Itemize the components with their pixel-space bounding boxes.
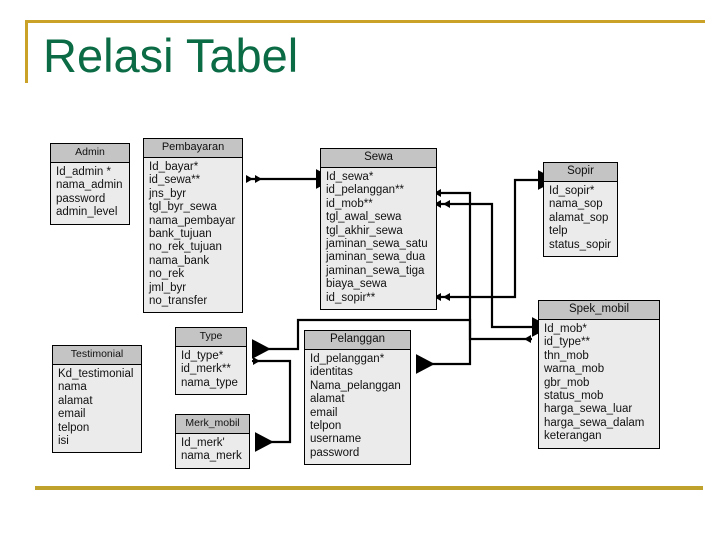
field: Id_mob* <box>544 323 587 335</box>
table-header: Merk_mobil <box>176 415 249 434</box>
table-fields: Id_type* id_merk** nama_type <box>176 347 246 394</box>
field: id_mob** <box>326 197 373 210</box>
field: status_sopir <box>549 238 612 251</box>
field: username <box>310 433 362 446</box>
field: Id_admin * <box>56 166 111 178</box>
field: id_type** <box>544 336 591 349</box>
field: jml_byr <box>149 281 187 294</box>
field: Nama_pelanggan <box>310 379 401 392</box>
table-fields: Id_sewa* id_pelanggan** id_mob** tgl_awa… <box>321 168 436 309</box>
field: isi <box>58 435 69 448</box>
table-sopir[interactable]: Sopir Id_sopir* nama_sop alamat_sop telp… <box>543 162 618 258</box>
table-merk-mobil[interactable]: Merk_mobil Id_merk' nama_merk <box>175 414 250 469</box>
field: harga_sewa_dalam <box>544 416 645 429</box>
field: thn_mob <box>544 349 589 362</box>
field: alamat_sop <box>549 211 609 224</box>
table-fields: Kd_testimonial nama alamat email telpon … <box>53 365 141 452</box>
table-fields: Id_merk' nama_merk <box>176 434 249 468</box>
table-sewa[interactable]: Sewa Id_sewa* id_pelanggan** id_mob** tg… <box>320 148 437 311</box>
table-header: Pelanggan <box>305 331 410 350</box>
field: Kd_testimonial <box>58 368 134 380</box>
field: no_rek_tujuan <box>149 241 222 254</box>
field: biaya_sewa <box>326 278 387 291</box>
table-header: Admin <box>51 144 129 163</box>
field: identitas <box>310 366 353 379</box>
field: id_sewa** <box>149 174 201 187</box>
table-fields: Id_bayar* id_sewa** jns_byr tgl_byr_sewa… <box>144 158 242 312</box>
field: tgl_akhir_sewa <box>326 224 403 237</box>
table-header: Sewa <box>321 149 436 168</box>
field: id_merk** <box>181 363 231 376</box>
field: nama_admin <box>56 179 123 192</box>
table-header: Testimonial <box>53 346 141 365</box>
field: telpon <box>310 420 342 433</box>
field: no_rek <box>149 268 185 281</box>
field: telpon <box>58 421 90 434</box>
field: jaminan_sewa_tiga <box>326 264 425 277</box>
table-header: Sopir <box>544 163 617 182</box>
field: Id_sewa* <box>326 171 374 183</box>
field: id_sopir** <box>326 291 376 304</box>
field: bank_tujuan <box>149 228 212 241</box>
field: no_transfer <box>149 295 208 308</box>
field: password <box>56 192 106 205</box>
field: alamat <box>58 394 93 407</box>
field: tgl_awal_sewa <box>326 211 402 224</box>
field: nama_sop <box>549 198 603 211</box>
field: Id_sopir* <box>549 185 595 197</box>
field: keterangan <box>544 430 602 443</box>
field: nama_merk <box>181 450 242 463</box>
field: nama_pembayar <box>149 214 236 227</box>
field: harga_sewa_luar <box>544 403 633 416</box>
field: email <box>310 406 338 419</box>
table-header: Spek_mobil <box>539 301 659 320</box>
table-header: Type <box>176 328 246 347</box>
field: id_pelanggan** <box>326 184 405 197</box>
decorative-top-rule <box>25 20 705 23</box>
table-fields: Id_admin * nama_admin password admin_lev… <box>51 163 129 224</box>
field: jns_byr <box>149 187 187 200</box>
field: Id_type* <box>181 350 224 362</box>
field: nama_bank <box>149 254 210 267</box>
field: nama <box>58 381 87 394</box>
field: Id_merk' <box>181 437 225 449</box>
table-testimonial[interactable]: Testimonial Kd_testimonial nama alamat e… <box>52 345 142 454</box>
decorative-left-rule <box>25 20 28 83</box>
table-fields: Id_sopir* nama_sop alamat_sop telp statu… <box>544 182 617 256</box>
field: nama_type <box>181 376 238 389</box>
table-fields: Id_mob* id_type** thn_mob warna_mob gbr_… <box>539 320 659 448</box>
field: jaminan_sewa_dua <box>326 251 426 264</box>
table-fields: Id_pelanggan* identitas Nama_pelanggan a… <box>305 350 410 464</box>
field: Id_pelanggan* <box>310 353 385 365</box>
table-pembayaran[interactable]: Pembayaran Id_bayar* id_sewa** jns_byr t… <box>143 138 243 314</box>
field: alamat <box>310 393 345 406</box>
field: Id_bayar* <box>149 161 199 173</box>
field: warna_mob <box>544 363 605 376</box>
field: telp <box>549 225 568 238</box>
field: email <box>58 408 86 421</box>
decorative-bottom-rule <box>35 486 703 490</box>
field: admin_level <box>56 206 118 219</box>
table-pelanggan[interactable]: Pelanggan Id_pelanggan* identitas Nama_p… <box>304 330 411 466</box>
table-type[interactable]: Type Id_type* id_merk** nama_type <box>175 327 247 396</box>
field: status_mob <box>544 390 604 403</box>
table-spek-mobil[interactable]: Spek_mobil Id_mob* id_type** thn_mob war… <box>538 300 660 449</box>
table-admin[interactable]: Admin Id_admin * nama_admin password adm… <box>50 143 130 225</box>
field: gbr_mob <box>544 376 590 389</box>
table-header: Pembayaran <box>144 139 242 158</box>
field: jaminan_sewa_satu <box>326 238 428 251</box>
field: password <box>310 446 360 459</box>
field: tgl_byr_sewa <box>149 201 217 214</box>
page-title: Relasi Tabel <box>43 29 299 82</box>
